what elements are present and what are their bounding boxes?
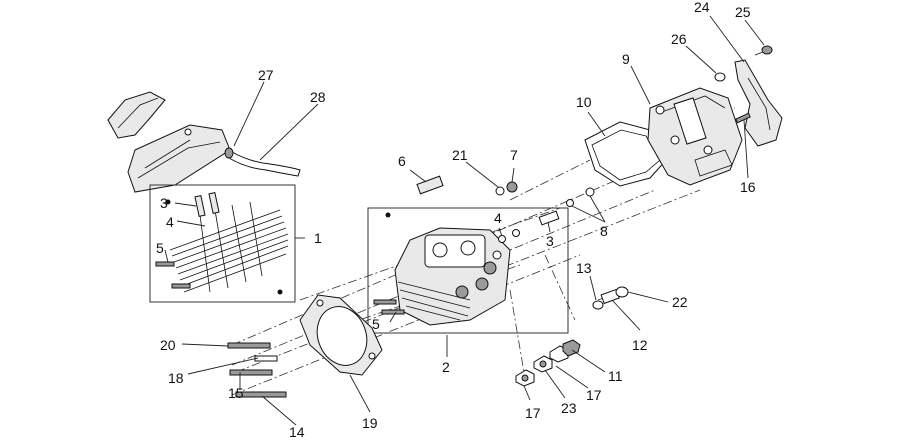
callout-4-left: 4	[166, 214, 174, 230]
callout-17-right: 17	[586, 387, 602, 403]
bolt	[735, 112, 751, 124]
callout-6: 6	[398, 153, 406, 169]
callout-23: 23	[561, 400, 577, 416]
cylinder-head	[394, 227, 511, 326]
nuts	[515, 339, 581, 387]
head-gasket	[299, 294, 383, 376]
inset-head-box	[367, 207, 569, 334]
callout-14: 14	[289, 424, 305, 440]
callout-28: 28	[310, 89, 326, 105]
callout-12: 12	[632, 337, 648, 353]
callout-22: 22	[672, 294, 688, 310]
callout-3-left: 3	[160, 195, 168, 211]
valve-cover	[647, 87, 743, 186]
callout-9: 9	[622, 51, 630, 67]
long-studs	[227, 342, 287, 398]
callout-18: 18	[168, 370, 184, 386]
valve-8-parts	[566, 187, 595, 207]
side-guard	[734, 59, 783, 147]
callout-26: 26	[671, 31, 687, 47]
callout-24: 24	[694, 0, 710, 15]
callout-4-right: 4	[494, 210, 502, 226]
callout-7: 7	[510, 147, 518, 163]
callout-1: 1	[314, 230, 322, 246]
callout-27: 27	[258, 67, 274, 83]
callout-20: 20	[160, 337, 176, 353]
hose-clip	[224, 147, 234, 159]
callout-19: 19	[362, 415, 378, 431]
cover-gasket	[584, 121, 669, 187]
callout-10: 10	[576, 94, 592, 110]
callout-15: 15	[228, 385, 244, 401]
cover-guard	[107, 91, 166, 139]
callout-5-left: 5	[156, 240, 164, 256]
callout-8: 8	[600, 223, 608, 239]
plug-parts	[592, 286, 629, 310]
callout-5-right: 5	[372, 316, 380, 332]
callout-16: 16	[740, 179, 756, 195]
callout-17-left: 17	[525, 405, 541, 421]
leader-lines	[164, 15, 765, 426]
callout-21: 21	[452, 147, 468, 163]
cylinder-head-cover	[127, 124, 231, 193]
breather-hose	[228, 151, 301, 177]
callout-3-right: 3	[546, 233, 554, 249]
valve-parts	[416, 175, 560, 243]
callout-13: 13	[576, 260, 592, 276]
callout-25: 25	[735, 4, 751, 20]
callouts: 27 28 3 4 5 1 6 21 7 4 3 8 10 9 26 24 25…	[156, 0, 756, 440]
callout-11: 11	[608, 368, 623, 384]
callout-2: 2	[442, 359, 450, 375]
washer	[714, 72, 726, 82]
screw	[754, 45, 773, 56]
inset-studs-box	[149, 184, 296, 303]
stud-bundle	[169, 201, 289, 293]
